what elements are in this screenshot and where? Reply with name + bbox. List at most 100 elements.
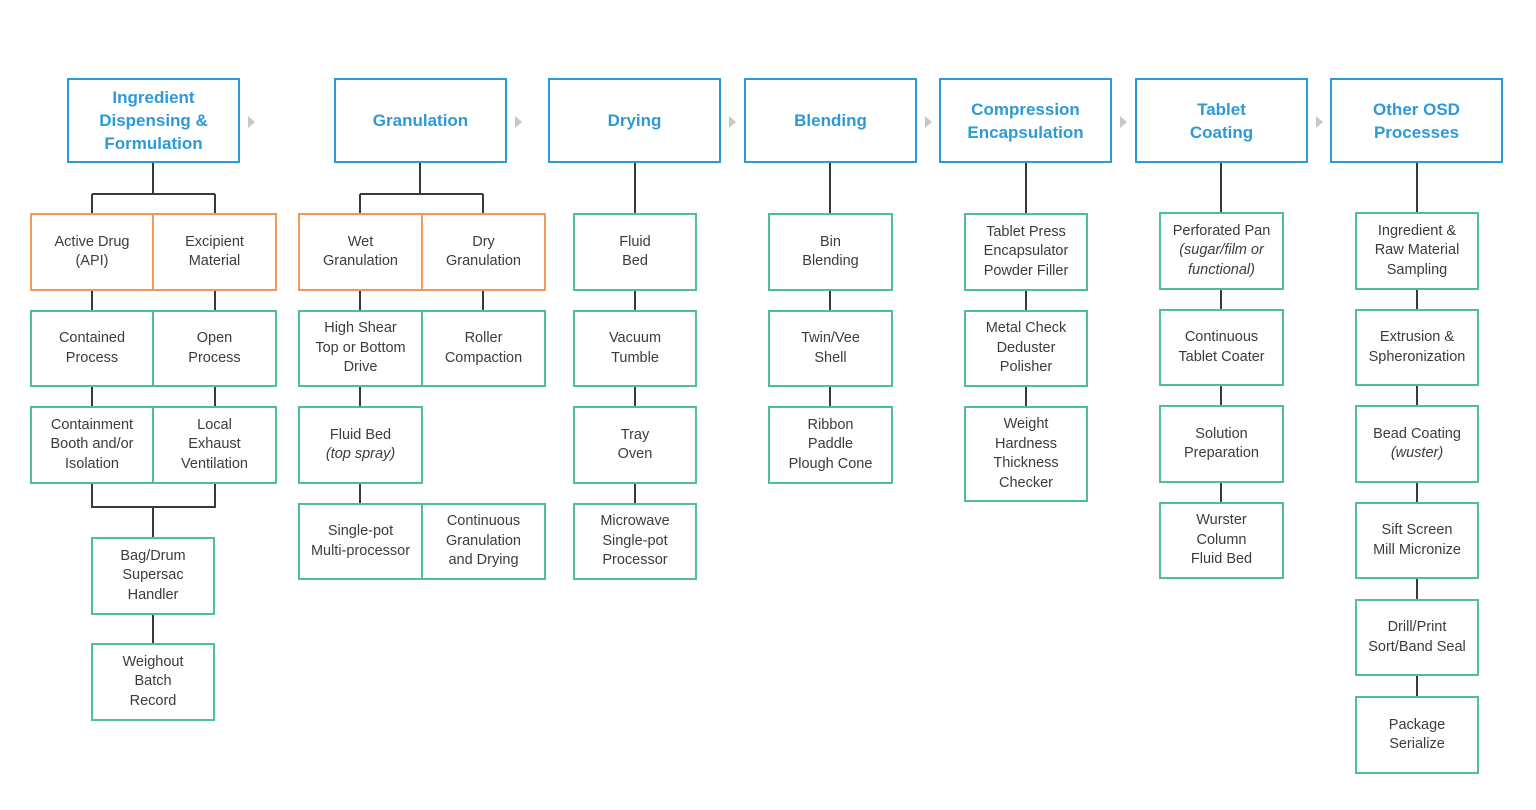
node-bin-blending: Bin Blending <box>768 213 893 291</box>
stage-header-coating: Tablet Coating <box>1135 78 1308 163</box>
node-label: Package Serialize <box>1388 716 1446 753</box>
node-roller: Roller Compaction <box>421 310 546 387</box>
node-local-exhaust: Local Exhaust Ventilation <box>152 406 277 484</box>
node-label: Twin/Vee Shell <box>801 330 860 366</box>
node-wurster: Wurster Column Fluid Bed <box>1159 502 1284 579</box>
node-label: Microwave Single-pot Processor <box>600 513 670 569</box>
node-label-note: (sugar/film or functional) <box>1179 242 1264 278</box>
node-label: Roller Compaction <box>444 330 523 366</box>
node-drill-print: Drill/Print Sort/Band Seal <box>1355 599 1479 676</box>
stage-header-granulation: Granulation <box>334 78 507 163</box>
arrow-right-icon <box>1316 116 1323 128</box>
stage-title: Tablet Coating <box>1189 99 1254 142</box>
stage-title: Ingredient Dispensing & Formulation <box>99 88 208 153</box>
node-label: Single-pot Multi-processor <box>310 523 411 559</box>
node-label: Ingredient & Raw Material Sampling <box>1374 222 1460 278</box>
connector <box>91 163 216 214</box>
node-contained: Contained Process <box>30 310 154 387</box>
node-label-main: Fluid Bed <box>329 426 392 443</box>
node-tray-oven: Tray Oven <box>573 406 697 484</box>
node-continuous-coater: Continuous Tablet Coater <box>1159 309 1284 386</box>
connector <box>359 290 484 311</box>
stage-title: Drying <box>607 111 662 130</box>
node-weighout: Weighout Batch Record <box>91 643 215 721</box>
node-wet-granulation: Wet Granulation <box>298 213 423 291</box>
node-high-shear: High Shear Top or Bottom Drive <box>298 310 423 387</box>
node-open: Open Process <box>152 310 277 387</box>
node-label: Continuous Granulation and Drying <box>446 513 521 569</box>
node-ingredient-sampling: Ingredient & Raw Material Sampling <box>1355 212 1479 290</box>
node-label: Tablet Press Encapsulator Powder Filler <box>983 223 1069 279</box>
stage-header-blending: Blending <box>744 78 917 163</box>
node-label: Continuous Tablet Coater <box>1178 329 1265 365</box>
node-label: Drill/Print Sort/Band Seal <box>1368 619 1466 655</box>
node-twin-vee: Twin/Vee Shell <box>768 310 893 387</box>
node-label: Fluid Bed <box>619 233 651 270</box>
node-bag-drum: Bag/Drum Supersac Handler <box>91 537 215 615</box>
node-label: Dry Granulation <box>446 233 521 270</box>
node-label: Open Process <box>188 330 241 366</box>
connector <box>91 290 216 311</box>
node-label: Bin Blending <box>802 233 859 270</box>
node-perforated-pan: Perforated Pan (sugar/film or functional) <box>1159 212 1284 290</box>
node-label: Extrusion & Spheronization <box>1368 329 1466 365</box>
arrow-right-icon <box>1120 116 1127 128</box>
arrow-right-icon <box>925 116 932 128</box>
node-label: Tray Oven <box>617 426 653 463</box>
connector <box>91 483 216 538</box>
node-label: Wurster Column Fluid Bed <box>1190 512 1253 568</box>
node-fluid-bed-granulation: Fluid Bed (top spray) <box>298 406 423 484</box>
node-continuous-granulation: Continuous Granulation and Drying <box>421 503 546 580</box>
node-label: Fluid Bed (top spray) <box>326 426 395 465</box>
node-containment: Containment Booth and/or Isolation <box>30 406 154 484</box>
connector <box>91 386 216 407</box>
stage-title: Other OSD Processes <box>1373 99 1460 142</box>
stage-header-other: Other OSD Processes <box>1330 78 1503 163</box>
node-label: Weighout Batch Record <box>122 653 184 709</box>
node-label: Perforated Pan (sugar/film or functional) <box>1173 222 1271 281</box>
node-extrusion: Extrusion & Spheronization <box>1355 309 1479 386</box>
node-label-main: Bead Coating <box>1373 425 1461 442</box>
node-solution-prep: Solution Preparation <box>1159 405 1284 483</box>
node-label: Containment Booth and/or Isolation <box>50 416 134 472</box>
node-weight-hardness: Weight Hardness Thickness Checker <box>964 406 1088 502</box>
node-label-main: Perforated Pan <box>1172 222 1271 239</box>
node-dry-granulation: Dry Granulation <box>421 213 546 291</box>
node-label: Bag/Drum Supersac Handler <box>120 547 186 603</box>
node-label: Contained Process <box>58 330 126 366</box>
node-tablet-press: Tablet Press Encapsulator Powder Filler <box>964 213 1088 291</box>
node-label-note: (top spray) <box>325 446 396 462</box>
stage-title: Blending <box>794 111 867 130</box>
node-label: Bead Coating (wuster) <box>1373 425 1461 464</box>
stage-title: Compression Encapsulation <box>967 99 1084 142</box>
node-label: High Shear Top or Bottom Drive <box>315 320 406 376</box>
node-single-pot-multi: Single-pot Multi-processor <box>298 503 423 580</box>
node-metal-check: Metal Check Deduster Polisher <box>964 310 1088 387</box>
arrow-right-icon <box>729 116 736 128</box>
node-label: Metal Check Deduster Polisher <box>985 320 1067 376</box>
node-label: Solution Preparation <box>1184 425 1259 462</box>
connector <box>359 163 484 214</box>
node-sift-screen: Sift Screen Mill Micronize <box>1355 502 1479 579</box>
node-label: Excipient Material <box>185 233 244 270</box>
stage-header-dispensing: Ingredient Dispensing & Formulation <box>67 78 240 163</box>
node-label: Weight Hardness Thickness Checker <box>993 416 1059 491</box>
node-label: Ribbon Paddle Plough Cone <box>788 416 873 472</box>
arrow-right-icon <box>248 116 255 128</box>
stage-header-drying: Drying <box>548 78 721 163</box>
node-excipient: Excipient Material <box>152 213 277 291</box>
node-label: Vacuum Tumble <box>608 330 662 366</box>
node-label: Active Drug (API) <box>54 233 130 270</box>
node-ribbon: Ribbon Paddle Plough Cone <box>768 406 893 484</box>
node-microwave: Microwave Single-pot Processor <box>573 503 697 580</box>
stage-title: Granulation <box>372 111 469 130</box>
node-label: Wet Granulation <box>323 233 398 270</box>
node-label: Sift Screen Mill Micronize <box>1373 522 1461 558</box>
node-bead-coating: Bead Coating (wuster) <box>1355 405 1479 483</box>
stage-header-compression: Compression Encapsulation <box>939 78 1112 163</box>
node-package: Package Serialize <box>1355 696 1479 774</box>
node-fluid-bed-drying: Fluid Bed <box>573 213 697 291</box>
node-label-note: (wuster) <box>1390 445 1444 461</box>
node-vacuum-tumble: Vacuum Tumble <box>573 310 697 387</box>
